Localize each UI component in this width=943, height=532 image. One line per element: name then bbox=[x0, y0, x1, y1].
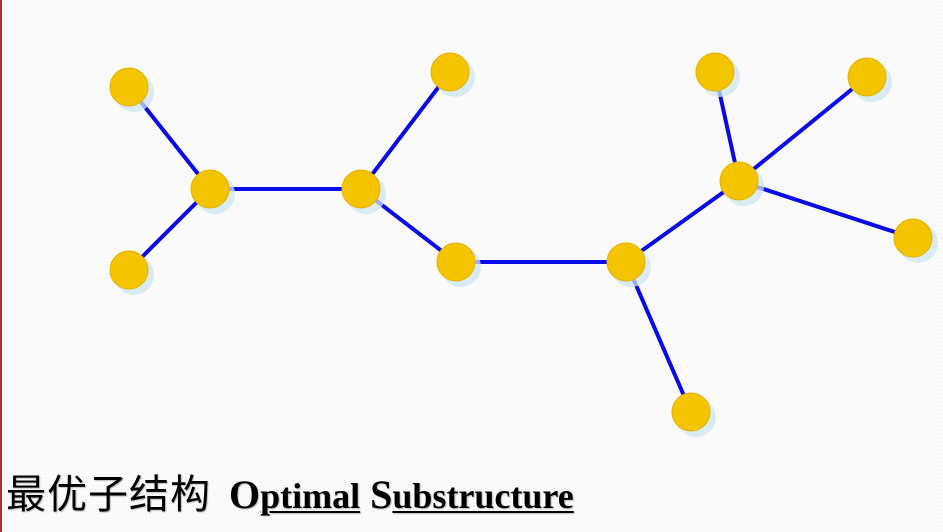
tree-node-n11 bbox=[893, 218, 933, 258]
node-layer bbox=[109, 52, 933, 432]
tree-node-n6 bbox=[606, 242, 646, 282]
caption-word1-initial: O bbox=[229, 472, 261, 517]
tree-node-n10 bbox=[847, 57, 887, 97]
caption-word2-initial: S bbox=[370, 472, 393, 517]
tree-node-n4 bbox=[430, 52, 470, 92]
caption-chinese: 最优子结构 bbox=[6, 472, 211, 518]
edge-layer bbox=[127, 70, 915, 414]
tree-node-n0 bbox=[109, 67, 149, 107]
tree-node-n2 bbox=[190, 169, 230, 209]
tree-edge-n8-n10 bbox=[737, 75, 869, 183]
tree-node-n9 bbox=[695, 52, 735, 92]
tree-edge-n6-n7 bbox=[624, 260, 693, 414]
tree-node-n3 bbox=[341, 169, 381, 209]
tree-node-n5 bbox=[436, 242, 476, 282]
tree-edge-n6-n8 bbox=[624, 179, 741, 264]
tree-node-n8 bbox=[719, 161, 759, 201]
caption-word1-rest: ptimal bbox=[260, 476, 361, 516]
tree-edge-n8-n11 bbox=[737, 179, 915, 240]
left-border-rule bbox=[0, 0, 2, 532]
tree-node-n7 bbox=[671, 392, 711, 432]
tree-edge-n3-n4 bbox=[359, 70, 452, 191]
node-shadow-layer bbox=[114, 57, 938, 437]
tree-node-n1 bbox=[109, 250, 149, 290]
caption-word2-rest: ubstructure bbox=[392, 476, 574, 516]
